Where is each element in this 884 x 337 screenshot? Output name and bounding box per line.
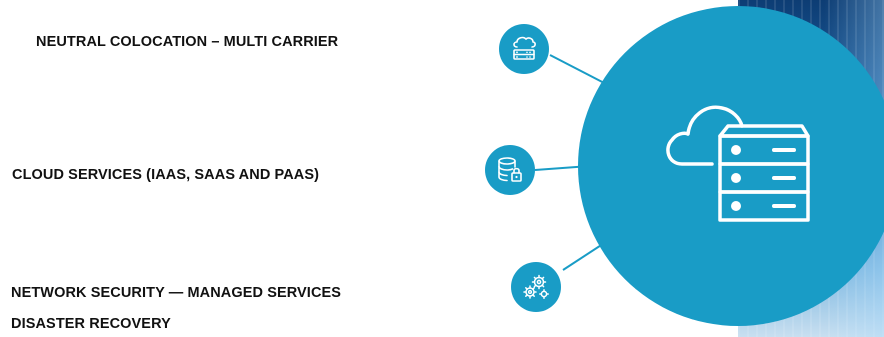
label-cloud-services: CLOUD SERVICES (IAAS, SAAS AND PAAS)	[12, 167, 320, 183]
gears-icon	[511, 262, 561, 312]
cloud-server-stack-icon	[666, 105, 810, 222]
cloud-server-icon	[499, 24, 549, 74]
central-circle	[578, 6, 884, 326]
label-network-security: NETWORK SECURITY — MANAGED SERVICES	[11, 285, 342, 301]
label-disaster-recovery: DISASTER RECOVERY	[11, 316, 171, 332]
label-neutral-colocation: NEUTRAL COLOCATION – MULTI CARRIER	[36, 34, 339, 50]
database-lock-icon	[485, 145, 535, 195]
